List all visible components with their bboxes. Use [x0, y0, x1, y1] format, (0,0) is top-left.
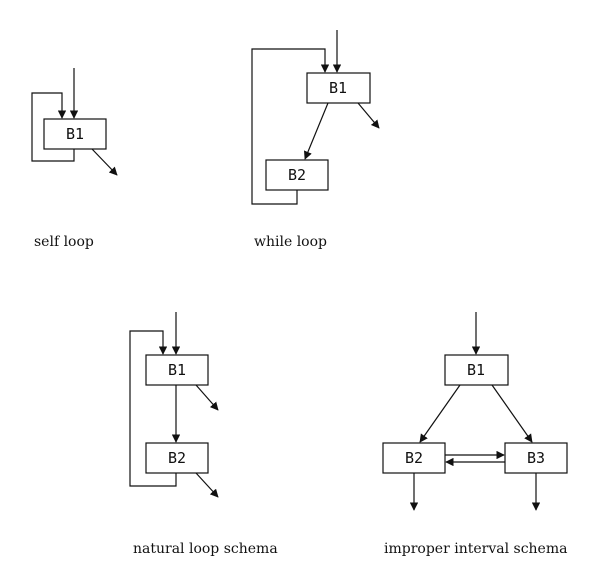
- natural-loop-node-b2-label: B2: [168, 449, 186, 467]
- while-loop-node-b2-label: B2: [288, 166, 306, 184]
- improper-interval-caption: improper interval schema: [384, 541, 567, 557]
- while-loop-b1-to-b2-edge: [303, 102, 329, 160]
- while-loop-back-edge: [251, 48, 330, 205]
- while-loop-node-b1: [306, 72, 371, 104]
- natural-loop-b1-exit-arrow: [195, 384, 219, 411]
- improper-interval-node-b3: [504, 442, 568, 474]
- natural-loop-caption: natural loop schema: [133, 541, 278, 557]
- improper-interval-node-b2: [382, 442, 446, 474]
- natural-loop-diagram: B1 B2 natural loop schema: [129, 312, 278, 557]
- self-loop-node-b1: [43, 118, 107, 150]
- natural-loop-node-b1: [145, 354, 209, 386]
- natural-loop-back-edge: [129, 330, 177, 487]
- self-loop-node-b1-label: B1: [66, 125, 84, 143]
- while-loop-node-b1-label: B1: [329, 79, 347, 97]
- improper-interval-b1-to-b3-edge: [491, 384, 533, 443]
- self-loop-exit-arrow: [91, 148, 118, 176]
- improper-interval-b1-to-b2-edge: [419, 384, 461, 443]
- self-loop-back-edge: [31, 92, 75, 162]
- improper-interval-node-b1-label: B1: [467, 361, 485, 379]
- self-loop-diagram: B1 self loop: [31, 68, 118, 250]
- natural-loop-node-b1-label: B1: [168, 361, 186, 379]
- while-loop-exit-arrow: [357, 102, 380, 129]
- while-loop-diagram: B1 B2 while loop: [251, 30, 380, 250]
- improper-interval-node-b1: [444, 354, 509, 386]
- natural-loop-b2-exit-arrow: [195, 472, 219, 498]
- natural-loop-node-b2: [145, 442, 209, 474]
- while-loop-node-b2: [265, 159, 329, 191]
- improper-interval-node-b2-label: B2: [405, 449, 423, 467]
- while-loop-caption: while loop: [254, 234, 327, 250]
- self-loop-caption: self loop: [34, 234, 94, 250]
- improper-interval-diagram: B1 B2 B3 improper interval schema: [382, 312, 568, 557]
- improper-interval-node-b3-label: B3: [527, 449, 545, 467]
